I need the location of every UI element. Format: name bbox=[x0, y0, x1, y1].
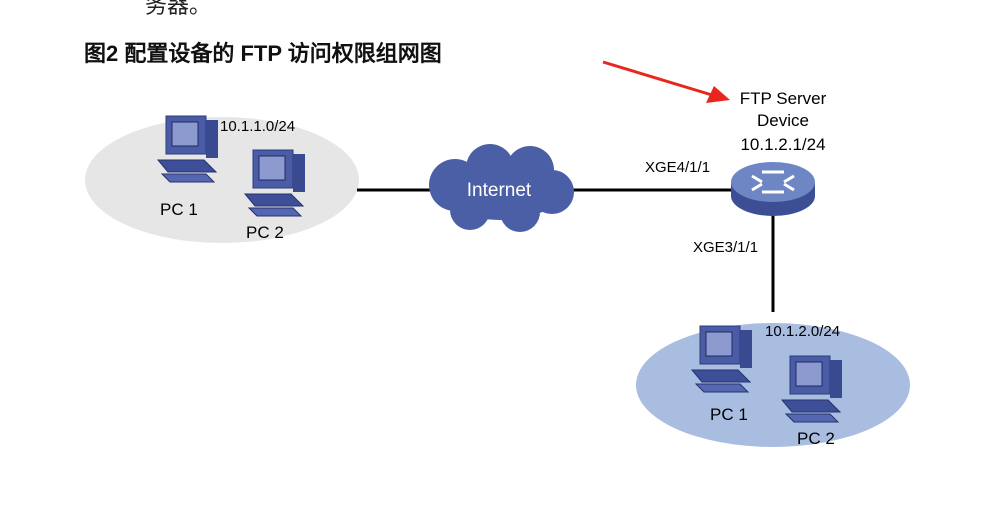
port-xge4-label: XGE4/1/1 bbox=[645, 159, 710, 176]
internet-label: Internet bbox=[467, 180, 532, 201]
server-device-label: Device bbox=[757, 111, 809, 130]
site-a-network bbox=[85, 117, 359, 243]
site-a-pc1-label: PC 1 bbox=[160, 200, 198, 219]
port-xge3-label: XGE3/1/1 bbox=[693, 239, 758, 256]
site-b-network bbox=[636, 323, 910, 447]
router-icon bbox=[731, 162, 815, 216]
site-b-pc2-label: PC 2 bbox=[797, 429, 835, 448]
site-a-subnet-label: 10.1.1.0/24 bbox=[220, 118, 295, 135]
figure-title: 图2 配置设备的 FTP 访问权限组网图 bbox=[84, 41, 442, 66]
server-name-label: FTP Server bbox=[740, 89, 827, 108]
server-ip-label: 10.1.2.1/24 bbox=[740, 135, 825, 154]
site-a-pc2-label: PC 2 bbox=[246, 223, 284, 242]
pointer-arrow bbox=[602, 60, 713, 97]
internet-cloud-icon bbox=[429, 144, 574, 232]
previous-paragraph-text: 务器。 bbox=[145, 0, 212, 18]
arrow-head-icon bbox=[706, 86, 730, 103]
site-b-pc1-label: PC 1 bbox=[710, 405, 748, 424]
site-b-subnet-label: 10.1.2.0/24 bbox=[765, 323, 840, 340]
